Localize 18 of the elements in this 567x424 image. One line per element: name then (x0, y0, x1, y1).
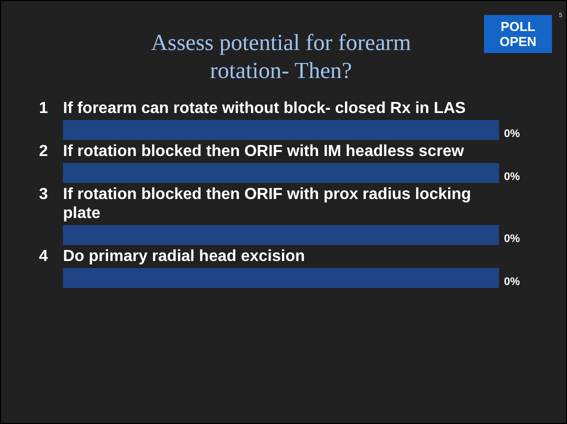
result-bar (63, 120, 499, 140)
option-number: 4 (39, 247, 48, 266)
option-number: 2 (39, 142, 48, 161)
option-text: If rotation blocked then ORIF with prox radius locking plate (63, 185, 472, 223)
result-bar (63, 268, 499, 288)
percentage-label: 0% (504, 128, 520, 141)
option-number: 3 (39, 185, 48, 204)
percentage-label: 0% (504, 233, 520, 246)
option-text: If forearm can rotate without block- closed Rx in LAS (63, 99, 467, 118)
poll-status-badge: POLL OPEN (484, 15, 552, 53)
option-text: If rotation blocked then ORIF with IM headless screw (63, 142, 465, 161)
percentage-label: 0% (504, 171, 520, 184)
option-text: Do primary radial head excision (63, 247, 306, 266)
slide-title: Assess potential for forearm rotation- Then? (150, 29, 412, 85)
result-bar (63, 225, 499, 245)
result-bar (63, 163, 499, 183)
percentage-label: 0% (504, 276, 520, 289)
option-number: 1 (39, 99, 48, 118)
